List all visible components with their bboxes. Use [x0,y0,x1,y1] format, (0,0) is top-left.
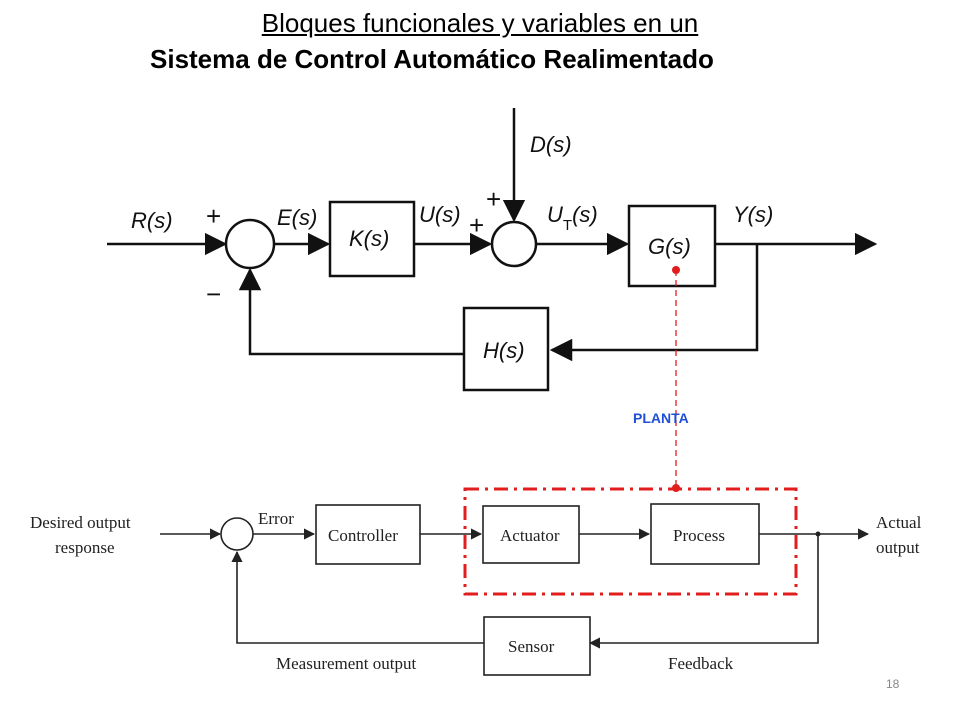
planta-highlight-box [463,487,798,596]
label-u: U(s) [419,202,461,227]
planta-label: PLANTA [633,410,689,426]
sensor-block [483,616,591,676]
h-block [462,306,550,392]
measurement-line [231,550,484,644]
title-line-1: Bloques funcionales y variables en un [261,8,699,38]
desired-output-label-line1: Desired output [30,513,131,532]
actual-output-label-line1: Actual [876,513,922,532]
label-g: G(s) [648,234,691,259]
label-k: K(s) [349,226,389,251]
actuator-block [482,505,580,564]
label-y: Y(s) [733,202,773,227]
plus-sign-2: + [486,184,501,214]
plus-sign-1: + [206,201,221,231]
plus-sign-3: + [469,210,484,240]
bottom-block-diagram [160,503,870,676]
summing-junction-2 [490,220,538,268]
process-label: Process [673,526,725,545]
process-block [650,503,760,565]
feedback-label: Feedback [668,654,734,673]
feedback-to-h-line [549,244,759,362]
measurement-output-label: Measurement output [276,654,416,673]
takeoff-point [815,531,821,537]
planta-connector-dot-top [672,266,680,274]
page-number: 18 [886,677,900,691]
error-label: Error [258,509,294,528]
label-ut: UT(s) [547,202,598,234]
top-block-diagram [107,108,878,392]
feedback-to-summer-line [238,267,464,356]
feedback-line [588,534,819,649]
actual-output-label-line2: output [876,538,920,557]
label-r: R(s) [131,208,173,233]
controller-label: Controller [328,526,398,545]
minus-sign-1: − [206,279,221,309]
actuator-label: Actuator [500,526,560,545]
label-e: E(s) [277,205,317,230]
k-block [328,200,416,278]
label-h: H(s) [483,338,525,363]
desired-output-label-line2: response [55,538,114,557]
summing-junction-1 [224,218,276,270]
controller-block [315,504,421,565]
g-block [627,204,717,288]
label-d: D(s) [530,132,572,157]
bottom-summing-junction [220,517,254,551]
title-line-2: Sistema de Control Automático Realimenta… [150,44,714,74]
sensor-label: Sensor [508,637,555,656]
